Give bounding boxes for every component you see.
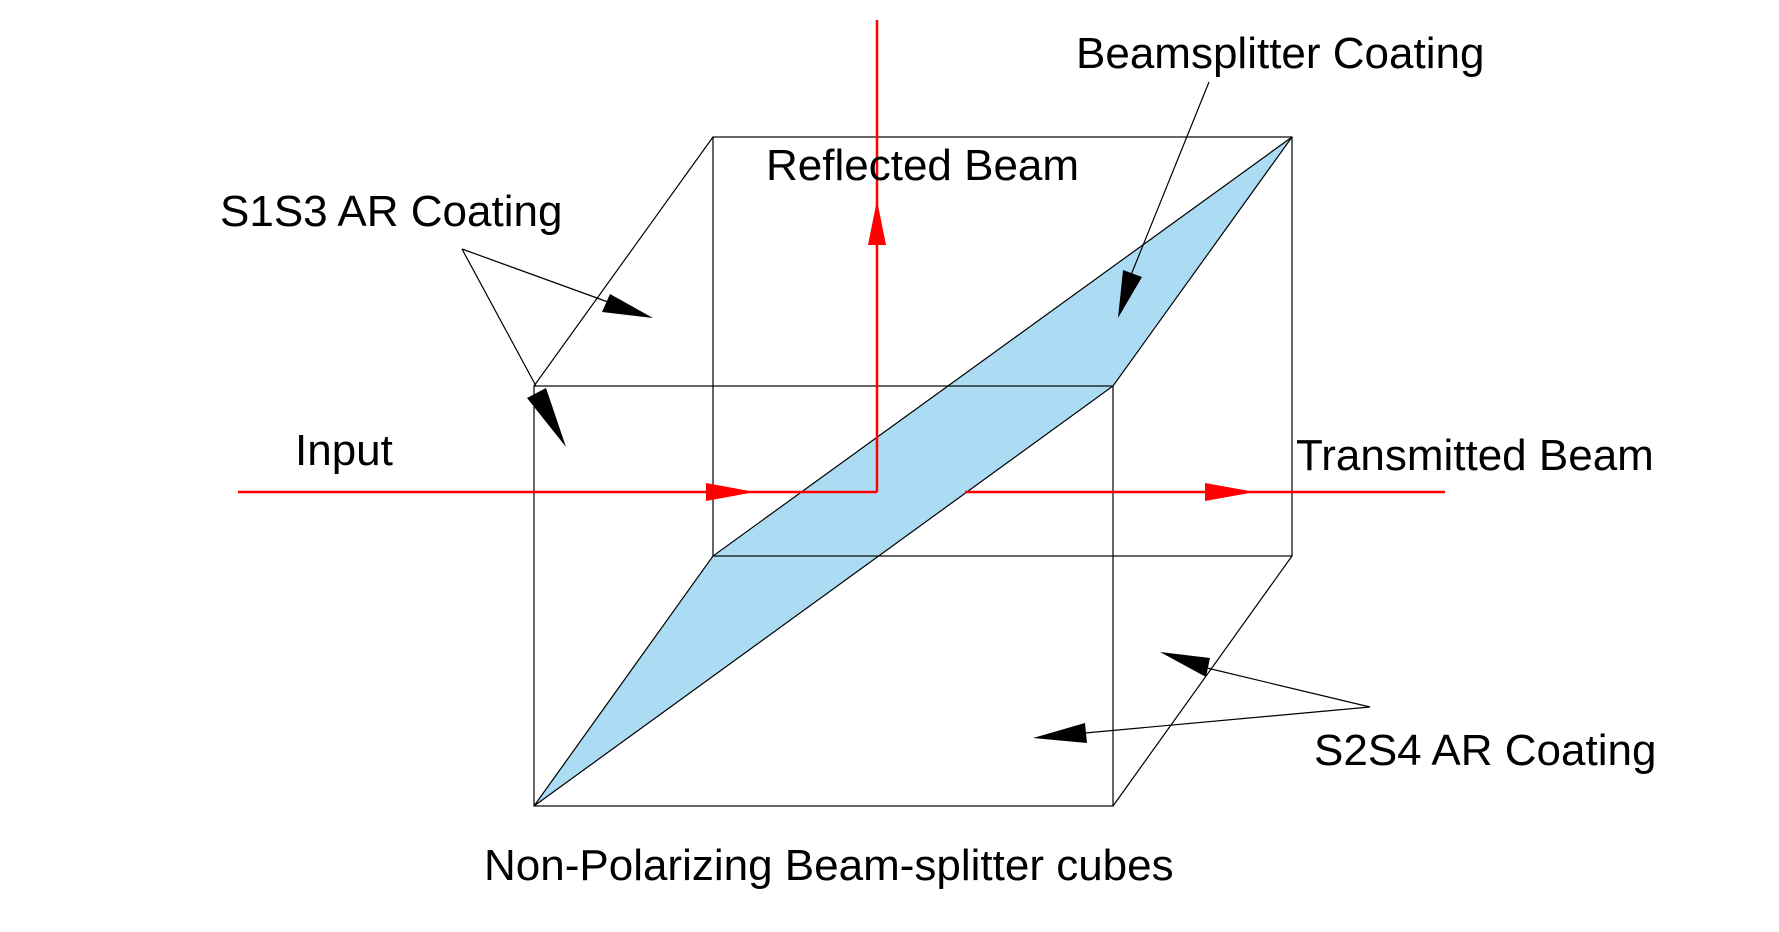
label-reflected-beam: Reflected Beam [766, 141, 1079, 190]
cube-front-face [533, 385, 1114, 807]
input-arrowhead [706, 483, 755, 501]
beamsplitter-arrowhead [1118, 270, 1142, 318]
cube-edge-bottom-right [1112, 555, 1293, 807]
cube-back-face [712, 136, 1293, 557]
s2s4-leader-2 [1084, 706, 1371, 734]
s2s4-arrowhead-2 [1033, 723, 1087, 743]
cube-edge-top-left [533, 136, 714, 387]
s1s3-arrowhead-1 [602, 294, 653, 318]
s2s4-leader-1 [1206, 667, 1371, 708]
leader-arrowheads [527, 270, 1210, 743]
beam-paths [238, 20, 1445, 494]
s1s3-leader-1 [461, 248, 609, 303]
transmitted-arrowhead [1205, 483, 1255, 501]
label-transmitted-beam: Transmitted Beam [1296, 431, 1654, 480]
label-s1s3-ar-coating: S1S3 AR Coating [220, 187, 562, 236]
beam-arrowheads [706, 200, 1255, 501]
diagram-caption: Non-Polarizing Beam-splitter cubes [484, 841, 1174, 890]
s1s3-arrowhead-2 [527, 388, 566, 447]
s1s3-leader-2 [461, 248, 537, 387]
label-beamsplitter-coating: Beamsplitter Coating [1076, 29, 1484, 78]
leader-lines [461, 81, 1371, 734]
cube-outline [533, 136, 1293, 807]
s2s4-arrowhead-1 [1160, 652, 1210, 677]
beamsplitter-leader [1130, 81, 1210, 276]
label-input: Input [295, 426, 393, 475]
label-s2s4-ar-coating: S2S4 AR Coating [1314, 726, 1656, 775]
reflected-arrowhead [868, 200, 886, 245]
beamsplitter-coating-plane [533, 136, 1293, 807]
